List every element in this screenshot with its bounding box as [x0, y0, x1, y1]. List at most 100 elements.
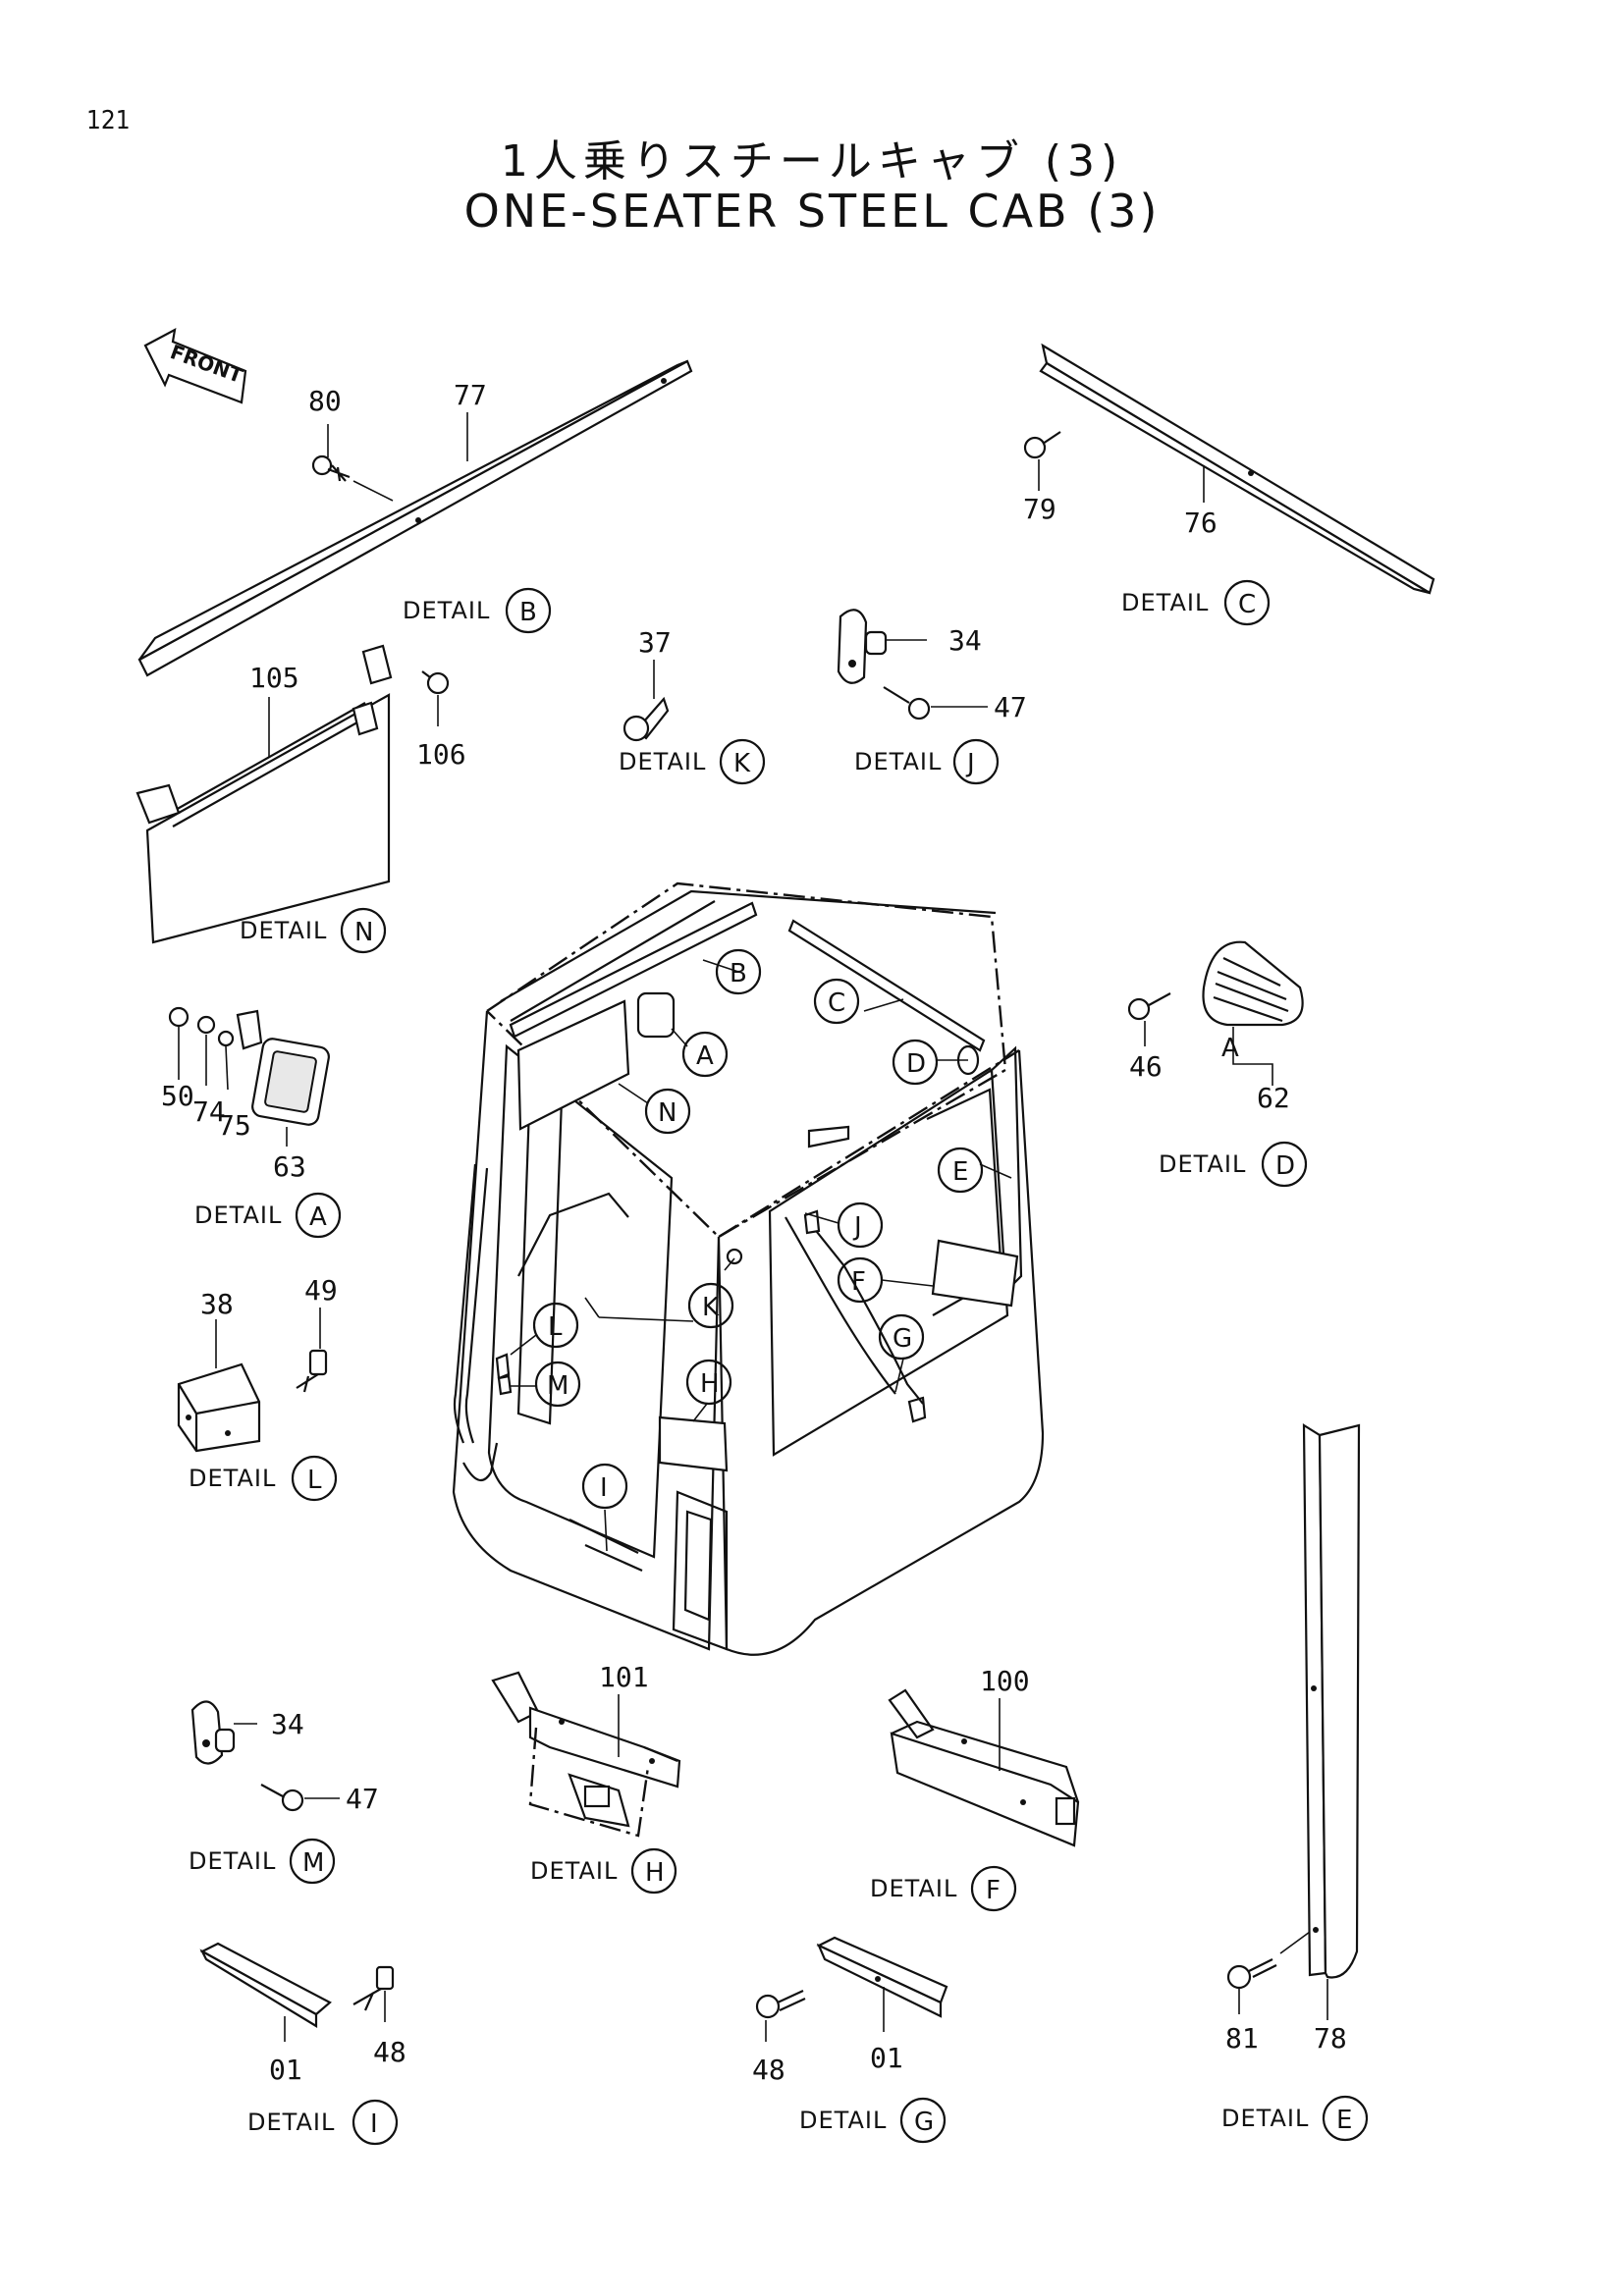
detail-d-group: 46 A 62 DETAIL D: [1127, 940, 1308, 1188]
part-number-80: 80: [308, 385, 342, 417]
detail-label: DETAIL: [799, 2107, 887, 2134]
callout-l: L: [548, 1312, 563, 1342]
detail-label: DETAIL: [189, 1847, 276, 1875]
callout-m: M: [547, 1371, 568, 1401]
detail-label: DETAIL: [854, 748, 942, 775]
detail-label: DETAIL: [530, 1857, 618, 1885]
front-label: FRONT: [167, 340, 245, 388]
callout-c: C: [828, 988, 845, 1018]
cab-body: [452, 881, 1045, 1656]
part-number-63: 63: [273, 1150, 306, 1183]
detail-letter-a: A: [309, 1202, 327, 1232]
callout-a: A: [696, 1041, 714, 1071]
part-number-47: 47: [346, 1783, 379, 1815]
detail-a-group: 50 74 75 63 DETAIL A: [161, 1006, 342, 1239]
part-number-100: 100: [980, 1665, 1030, 1697]
detail-letter-k: K: [733, 749, 751, 778]
page-number: 121: [86, 106, 131, 135]
detail-letter-b: B: [519, 598, 537, 627]
detail-i-group: 01 48 DETAIL I: [199, 1942, 406, 2146]
detail-letter-g: G: [914, 2108, 934, 2137]
detail-label: DETAIL: [403, 597, 490, 624]
part-number-79: 79: [1023, 493, 1056, 525]
part-number-34: 34: [271, 1708, 304, 1740]
detail-k-group: 37 DETAIL K: [619, 626, 766, 785]
detail-letter-m: M: [302, 1848, 324, 1878]
part-number-77: 77: [454, 379, 487, 411]
detail-n-group: 105 106 DETAIL N: [135, 644, 466, 954]
part-number-76: 76: [1184, 507, 1218, 539]
detail-letter-d: D: [1275, 1151, 1295, 1181]
bolt-icon: [1226, 1958, 1277, 1990]
part-number-47: 47: [994, 691, 1027, 723]
detail-g-group: 48 01 DETAIL G: [752, 1936, 948, 2144]
detail-label: DETAIL: [619, 748, 706, 775]
detail-c-group: 79 76 DETAIL C: [1023, 343, 1435, 626]
title-japanese: 1人乗りスチールキャブ (3): [500, 136, 1124, 187]
bolt-icon: [421, 670, 450, 695]
detail-j-group: 34 47 DETAIL J: [837, 609, 1027, 785]
part-number-38: 38: [200, 1288, 234, 1320]
part-number-62: 62: [1257, 1082, 1290, 1114]
callout-g: G: [893, 1324, 912, 1354]
detail-f-group: 100 DETAIL F: [870, 1665, 1080, 1912]
bolt-icon: [352, 1965, 395, 2011]
callout-d: D: [906, 1049, 926, 1079]
detail-label: DETAIL: [240, 917, 327, 944]
part-number-34: 34: [948, 624, 982, 657]
part-number-105: 105: [249, 662, 299, 694]
bolt-icon: [883, 686, 931, 721]
detail-d-sub-label: A: [1221, 1034, 1239, 1063]
detail-h-group: 101 DETAIL H: [491, 1661, 681, 1895]
detail-letter-c: C: [1238, 590, 1256, 619]
detail-letter-f: F: [986, 1876, 1001, 1905]
callout-b: B: [730, 959, 747, 988]
detail-letter-e: E: [1336, 2106, 1352, 2135]
detail-label: DETAIL: [1121, 589, 1209, 616]
detail-label: DETAIL: [1221, 2105, 1309, 2132]
bolt-icon: [755, 1990, 806, 2019]
part-number-01: 01: [269, 2054, 302, 2086]
detail-label: DETAIL: [1159, 1150, 1246, 1178]
part-number-106: 106: [416, 738, 466, 771]
part-number-75: 75: [218, 1109, 251, 1142]
detail-letter-h: H: [645, 1858, 665, 1888]
callout-k: K: [702, 1293, 720, 1322]
bolt-icon: [296, 1349, 328, 1393]
detail-m-group: 34 47 DETAIL M: [189, 1700, 379, 1885]
callout-i: I: [600, 1473, 608, 1503]
detail-letter-l: L: [307, 1466, 322, 1495]
part-number-49: 49: [304, 1274, 338, 1307]
detail-label: DETAIL: [870, 1875, 957, 1902]
detail-label: DETAIL: [247, 2109, 335, 2136]
bolt-icon: [1023, 431, 1061, 459]
part-number-48: 48: [752, 2054, 785, 2086]
part-number-46: 46: [1129, 1050, 1163, 1083]
bolt-icon: [311, 454, 351, 482]
callout-n: N: [658, 1098, 677, 1128]
front-arrow-icon: FRONT: [143, 327, 247, 404]
callout-h: H: [700, 1369, 720, 1399]
detail-e-group: 81 78 DETAIL E: [1221, 1423, 1369, 2142]
part-number-37: 37: [638, 626, 672, 659]
part-number-01: 01: [870, 2042, 903, 2074]
bolt-icon: [260, 1784, 304, 1812]
part-number-101: 101: [599, 1661, 649, 1693]
detail-label: DETAIL: [194, 1201, 282, 1229]
part-number-78: 78: [1314, 2022, 1347, 2055]
callout-e: E: [952, 1157, 968, 1187]
detail-letter-i: I: [370, 2109, 378, 2139]
part-number-74: 74: [192, 1095, 226, 1128]
detail-letter-j: J: [965, 749, 975, 778]
detail-b-group: 80 77 DETAIL B: [137, 359, 693, 677]
bolt-icon: [1127, 992, 1171, 1021]
callout-f: F: [851, 1267, 866, 1297]
detail-label: DETAIL: [189, 1465, 276, 1492]
detail-l-group: 38 49 DETAIL L: [177, 1274, 338, 1502]
part-number-48: 48: [373, 2036, 406, 2068]
title-english: ONE-SEATER STEEL CAB (3): [463, 185, 1161, 238]
detail-letter-n: N: [354, 918, 373, 947]
callout-j: J: [852, 1212, 862, 1242]
cab-callouts: B C A N D E J F K G L M H I: [510, 948, 1012, 1552]
